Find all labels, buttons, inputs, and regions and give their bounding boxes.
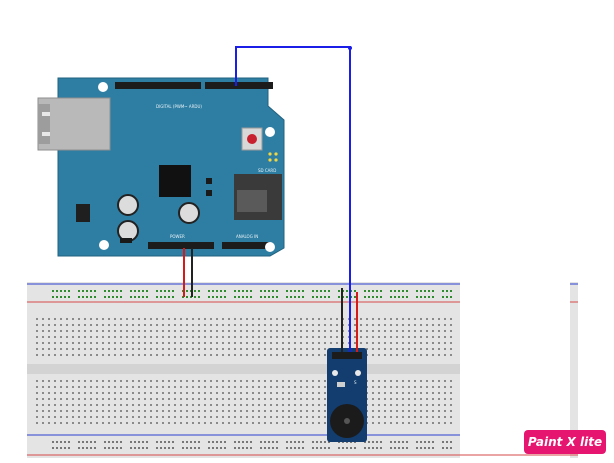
voltage-regulator <box>76 204 90 222</box>
arduino-board: DIGITAL (PWM~ ARDU) POWER ANALOG IN SD C… <box>37 77 285 257</box>
sensor-module: S <box>327 348 367 442</box>
breadboard-holes <box>36 290 452 449</box>
capacitor <box>117 194 139 216</box>
wires <box>183 46 358 352</box>
main-chip <box>159 165 191 197</box>
digital-header <box>115 82 201 89</box>
wire-signal <box>235 46 351 352</box>
breadboard-partial <box>460 282 578 458</box>
sd-card-label: SD CARD <box>258 168 276 173</box>
power-header-label: POWER <box>170 234 185 239</box>
sensor-board-label: S <box>354 380 357 385</box>
power-header <box>148 242 214 249</box>
digital-header-2 <box>205 82 273 89</box>
capacitor <box>178 202 200 224</box>
watermark-badge: Paint X lite <box>524 430 606 454</box>
analog-header <box>222 242 270 249</box>
sensor-pins <box>332 352 362 359</box>
analog-header-label: ANALOG IN <box>236 234 258 239</box>
digital-header-label: DIGITAL (PWM~ ARDU) <box>156 104 202 109</box>
breadboard <box>27 282 460 458</box>
